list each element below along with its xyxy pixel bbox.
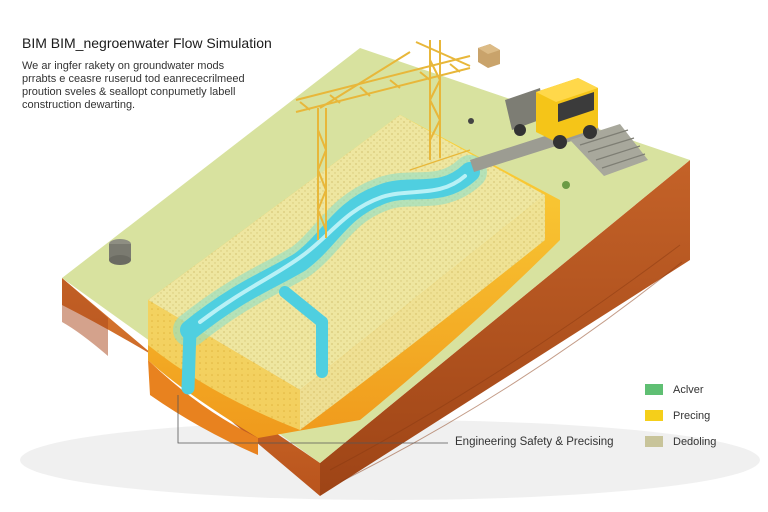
ramp-steps [579, 129, 646, 169]
crate-icon [478, 44, 500, 68]
legend-item: Dedoling [645, 435, 716, 448]
legend-swatch [645, 384, 663, 395]
cone-icon [468, 118, 474, 124]
legend-label: Aclver [673, 383, 704, 396]
legend-item: Precing [645, 409, 716, 422]
legend-swatch [645, 410, 663, 421]
gravel-side [300, 195, 545, 430]
manhole-icon [109, 239, 131, 265]
legend-label: Dedoling [673, 435, 717, 448]
description-line: We ar ingfer rakety on groundwater mods [22, 60, 225, 72]
description-line: prrabts e ceasre ruserud tod eanrececril… [22, 73, 245, 85]
legend-label: Precing [673, 409, 711, 422]
crane-illustration [295, 40, 471, 240]
soil-front-upper [62, 278, 108, 356]
legend: Aclver Precing Dedoling [645, 383, 716, 461]
legend-swatch [645, 436, 663, 447]
diagram-title: BIM BIM_negroenwater Flow Simulation [22, 35, 272, 51]
callout-label: Engineering Safety & Precising [455, 436, 614, 448]
description-line: proution sveles & seallopt conpumetly la… [22, 86, 236, 98]
truck-illustration [505, 78, 598, 149]
soil-right-face [320, 160, 690, 496]
soil-strata [329, 244, 683, 483]
bush-icon [562, 181, 570, 189]
block-shadow [20, 420, 760, 500]
water-drop-left [181, 323, 197, 395]
callout-leader [177, 395, 448, 444]
water-branch [279, 286, 328, 328]
description-text: We ar ingfer rakety on groundwater mods … [22, 60, 322, 112]
legend-item: Aclver [645, 383, 716, 396]
orange-band [148, 360, 258, 455]
description-line: construction dewarting. [22, 99, 136, 111]
water-highlight [198, 174, 467, 324]
